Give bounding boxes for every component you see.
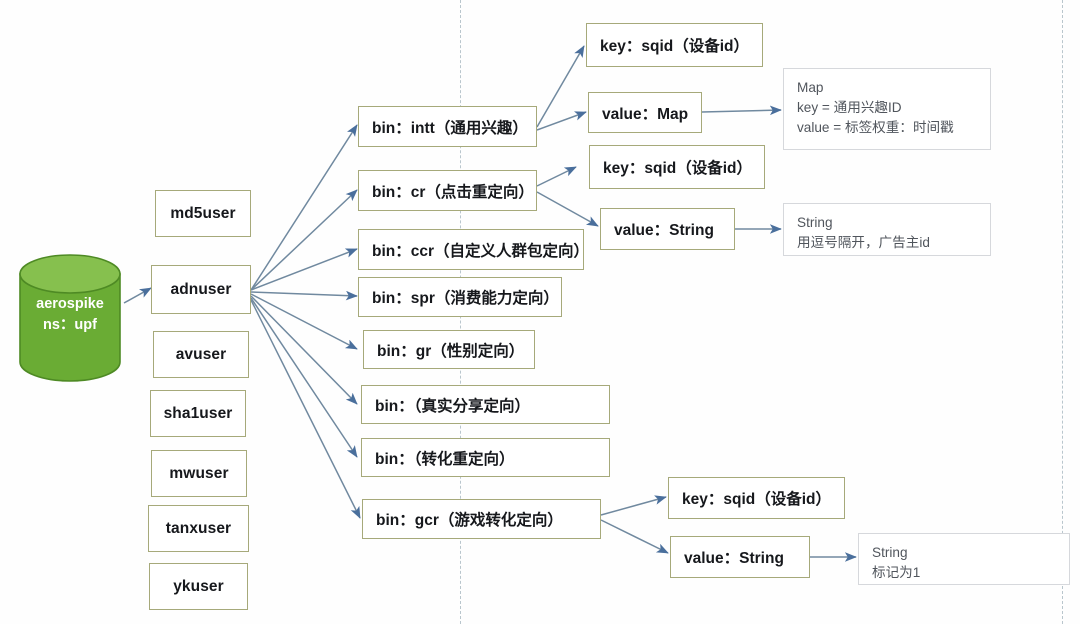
kv-label: value：Map	[602, 105, 689, 123]
kv-box-gcr-value[interactable]: value：String	[670, 536, 810, 578]
kv-box-cr-value[interactable]: value：String	[600, 208, 735, 250]
wire-cr-to-key	[536, 166, 577, 187]
note-string-adv: String 用逗号隔开，广告主id	[783, 203, 991, 256]
bin-label: bin：（真实分享定向）	[375, 397, 530, 415]
set-label: tanxuser	[165, 519, 232, 537]
set-label: adnuser	[170, 280, 232, 298]
set-box-adnuser[interactable]: adnuser	[151, 265, 251, 314]
note-string-flag: String 标记为1	[858, 533, 1070, 585]
wire-adnuser-to-bin-gr	[250, 293, 358, 350]
bin-label: bin：intt（通用兴趣）	[372, 119, 528, 137]
cylinder-shape	[19, 254, 121, 382]
wire-gcr-to-value	[600, 519, 669, 554]
wire-intt-to-key	[536, 45, 585, 128]
bin-box-spr[interactable]: bin：spr（消费能力定向）	[358, 277, 562, 317]
kv-label: key：sqid（设备id）	[600, 38, 749, 55]
bin-label: bin：cr（点击重定向）	[372, 183, 534, 201]
bin-label: bin：spr（消费能力定向）	[372, 290, 559, 307]
bin-label: bin：（转化重定向）	[375, 450, 515, 468]
wire-intt-to-value	[536, 111, 587, 131]
kv-label: value：String	[684, 550, 784, 567]
wire-adnuser-to-bin-conv	[250, 297, 358, 458]
set-box-tanxuser[interactable]: tanxuser	[148, 505, 249, 552]
bin-box-gr[interactable]: bin：gr（性别定向）	[363, 330, 535, 369]
set-label: mwuser	[169, 464, 229, 482]
set-box-ykuser[interactable]: ykuser	[149, 563, 248, 610]
bin-box-gcr[interactable]: bin：gcr（游戏转化定向）	[362, 499, 601, 539]
set-box-sha1user[interactable]: sha1user	[150, 390, 246, 437]
wire-adnuser-to-bin-share	[250, 295, 358, 405]
kv-label: value：String	[614, 222, 714, 239]
set-box-mwuser[interactable]: mwuser	[151, 450, 247, 497]
kv-box-intt-key[interactable]: key：sqid（设备id）	[586, 23, 763, 67]
wire-adnuser-to-bin-ccr	[250, 248, 358, 291]
bin-box-cr[interactable]: bin：cr（点击重定向）	[358, 170, 537, 211]
set-box-md5user[interactable]: md5user	[155, 190, 251, 237]
set-label: md5user	[170, 204, 236, 222]
bin-box-ccr[interactable]: bin：ccr（自定义人群包定向）	[358, 229, 589, 270]
set-label: avuser	[175, 345, 227, 363]
wire-gcr-to-key	[600, 495, 667, 516]
column-divider-right	[1062, 0, 1063, 624]
bin-box-share[interactable]: bin：（真实分享定向）	[361, 385, 610, 424]
note-map: Map key = 通用兴趣ID value = 标签权重：时间戳	[783, 68, 991, 150]
kv-label: key：sqid（设备id）	[682, 491, 831, 508]
kv-box-intt-value[interactable]: value：Map	[588, 92, 702, 133]
set-label: sha1user	[163, 404, 233, 422]
bin-box-conv[interactable]: bin：（转化重定向）	[361, 438, 610, 477]
kv-box-gcr-key[interactable]: key：sqid（设备id）	[668, 477, 845, 519]
bin-label: bin：gr（性别定向）	[377, 342, 525, 360]
kv-label: key：sqid（设备id）	[603, 160, 752, 177]
kv-box-cr-key[interactable]: key：sqid（设备id）	[589, 145, 765, 189]
wire-adnuser-to-bin-spr	[250, 290, 358, 301]
bin-box-intt[interactable]: bin：intt（通用兴趣）	[358, 106, 537, 147]
wire-adnuser-to-bin-intt	[250, 124, 358, 291]
wire-value-map-to-note	[701, 105, 782, 116]
bin-label: bin：gcr（游戏转化定向）	[376, 512, 563, 529]
bin-label: bin：ccr（自定义人群包定向）	[372, 242, 590, 260]
set-label: ykuser	[173, 577, 224, 595]
wire-adnuser-to-bin-gcr	[250, 299, 361, 519]
database-cylinder: aerospike ns：upf	[18, 254, 122, 382]
wire-adnuser-to-bin-cr	[250, 189, 358, 291]
wire-db-to-adnuser	[123, 287, 152, 304]
set-box-avuser[interactable]: avuser	[153, 331, 249, 378]
wire-cr-to-value	[536, 191, 599, 227]
